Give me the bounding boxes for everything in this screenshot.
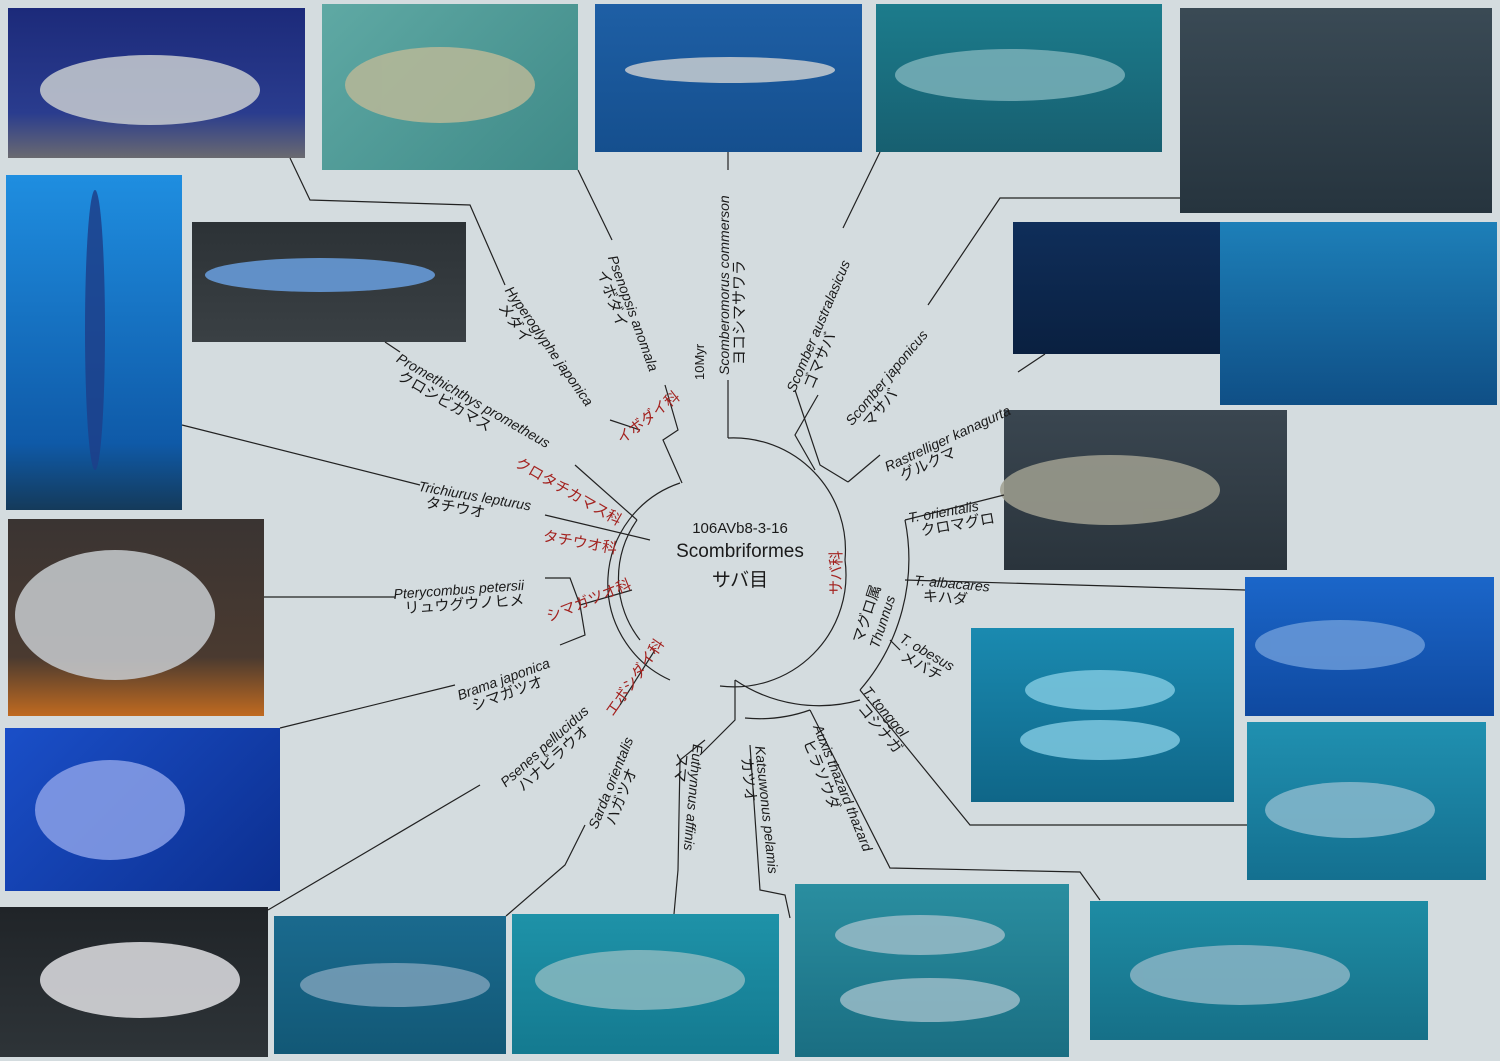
branch bbox=[749, 744, 791, 919]
branch bbox=[574, 464, 638, 521]
branch bbox=[889, 639, 901, 651]
branch bbox=[544, 514, 651, 541]
photo-rastrelliger-2 bbox=[1220, 222, 1497, 405]
branch-arc bbox=[734, 679, 861, 707]
order-name-jp: サバ目 bbox=[711, 570, 769, 591]
tree-root-label: 106AVb8-3-16 Scombriformes サバ目 bbox=[640, 520, 840, 592]
branch-arc bbox=[607, 482, 681, 681]
branch bbox=[609, 419, 641, 431]
leader-line bbox=[181, 424, 421, 486]
leader-line bbox=[505, 824, 586, 917]
photo-katsuwonus bbox=[795, 884, 1069, 1057]
branch bbox=[904, 579, 1246, 591]
branch bbox=[559, 604, 586, 646]
branch-arc bbox=[727, 437, 847, 561]
branch bbox=[904, 494, 1005, 521]
branch bbox=[859, 689, 1247, 826]
branch-arc bbox=[719, 559, 847, 688]
branch-arc bbox=[617, 519, 641, 641]
branch bbox=[794, 394, 819, 471]
leader-line bbox=[267, 784, 481, 911]
branch bbox=[677, 739, 706, 871]
scale-bar: 10Myr bbox=[692, 343, 707, 380]
photo-scomber-japonicus bbox=[1180, 8, 1492, 213]
leader-line bbox=[1017, 353, 1046, 373]
family-label-saba: サバ科 bbox=[828, 550, 845, 595]
photo-rastrelliger-1 bbox=[1013, 222, 1220, 354]
leader-line bbox=[384, 341, 401, 353]
leader-line bbox=[842, 151, 881, 229]
branch-arc bbox=[744, 709, 811, 720]
branch bbox=[619, 649, 656, 706]
leader-line bbox=[289, 157, 506, 286]
branch bbox=[794, 389, 849, 483]
photo-t-obesus bbox=[971, 628, 1234, 802]
branch bbox=[699, 680, 736, 756]
leader-line bbox=[927, 197, 1180, 306]
branch bbox=[809, 709, 1101, 901]
branch-arc bbox=[859, 519, 910, 691]
branch bbox=[662, 384, 683, 484]
leader-line bbox=[577, 169, 613, 241]
branch bbox=[847, 454, 881, 483]
branch bbox=[545, 577, 633, 606]
leader-line bbox=[673, 869, 679, 915]
specimen-code: 106AVb8-3-16 bbox=[692, 520, 788, 537]
leader-line bbox=[279, 684, 456, 729]
order-name: Scombriformes bbox=[676, 541, 804, 562]
